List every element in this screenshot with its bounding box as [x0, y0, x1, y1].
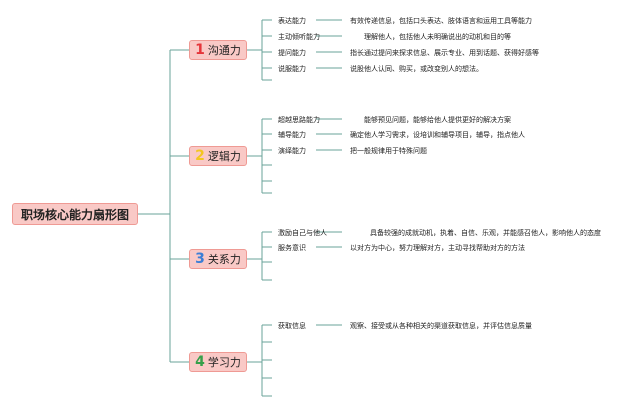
item-desc: 有效传递信息，包括口头表达、肢体语言和运用工具等能力 — [350, 17, 532, 25]
item-label: 激励自己与他人 — [278, 229, 327, 237]
item-label: 获取信息 — [278, 322, 306, 330]
item-label: 主动倾听能力 — [278, 33, 320, 41]
item-label: 演绎能力 — [278, 147, 306, 155]
branch-label: 学习力 — [207, 356, 241, 369]
item-label: 提问能力 — [278, 49, 306, 57]
item-desc: 具备较强的成就动机，执着、自信、乐观，并能感召他人，影响他人的态度 — [370, 229, 601, 237]
item-label: 服务意识 — [278, 244, 306, 252]
branch-label: 关系力 — [207, 253, 241, 266]
item-label: 辅导能力 — [278, 131, 306, 139]
branch-number: 3 — [195, 251, 205, 267]
branch-label: 逻辑力 — [207, 150, 241, 163]
branch-number: 2 — [195, 148, 205, 164]
branch-label: 沟通力 — [207, 44, 241, 57]
item-desc: 能够预见问题，能够给他人提供更好的解决方案 — [364, 116, 511, 124]
item-desc: 确定他人学习需求，设培训和辅导项目，辅导，指点他人 — [350, 131, 525, 139]
branch-relationship[interactable]: 3 关系力 — [189, 249, 247, 269]
branch-number: 1 — [195, 42, 205, 58]
branch-logic[interactable]: 2 逻辑力 — [189, 146, 247, 166]
branch-communication[interactable]: 1 沟通力 — [189, 40, 247, 60]
root-node[interactable]: 职场核心能力扇形图 — [12, 203, 138, 225]
item-desc: 观察、接受或从各种相关的渠道获取信息，并评估信息质量 — [350, 322, 532, 330]
item-label: 说服能力 — [278, 65, 306, 73]
branch-learning[interactable]: 4 学习力 — [189, 352, 247, 372]
item-desc: 把一般规律用于特殊问题 — [350, 147, 427, 155]
item-desc: 理解他人，包括他人未明确说出的动机和目的等 — [364, 33, 511, 41]
branch-number: 4 — [195, 354, 205, 370]
root-title: 职场核心能力扇形图 — [20, 207, 129, 222]
item-label: 超越思路能力 — [278, 116, 320, 124]
item-desc: 指长通过提问来探求信息、展示专业、用到话题、获得好感等 — [350, 49, 539, 57]
item-desc: 以对方为中心，努力理解对方，主动寻找帮助对方的方法 — [350, 244, 525, 252]
item-label: 表达能力 — [278, 17, 306, 25]
item-desc: 说股他人认同、购买，或改变别人的想法。 — [350, 65, 483, 73]
